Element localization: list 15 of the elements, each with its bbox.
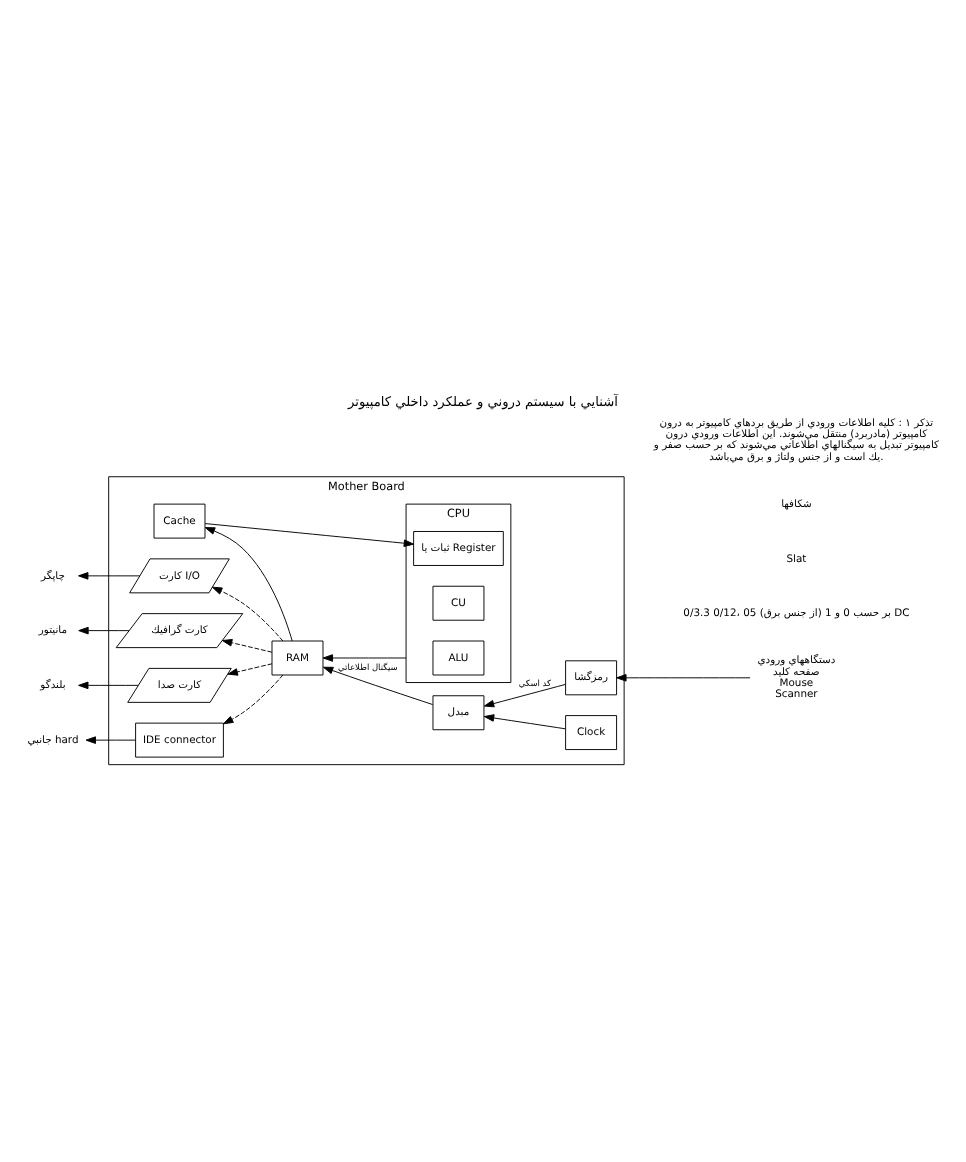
arrow [204,526,293,641]
arrow [483,713,567,729]
arrow [227,662,273,675]
arrow [223,673,284,724]
arrow [78,625,130,634]
arrow [85,735,136,743]
arrow [616,673,751,681]
arrow [78,680,139,689]
arrow [211,585,284,641]
arrow [221,638,273,652]
arrow [322,665,434,704]
arrow [322,653,407,661]
arrow [483,682,567,707]
arrow [78,571,141,579]
arrow [204,522,415,546]
